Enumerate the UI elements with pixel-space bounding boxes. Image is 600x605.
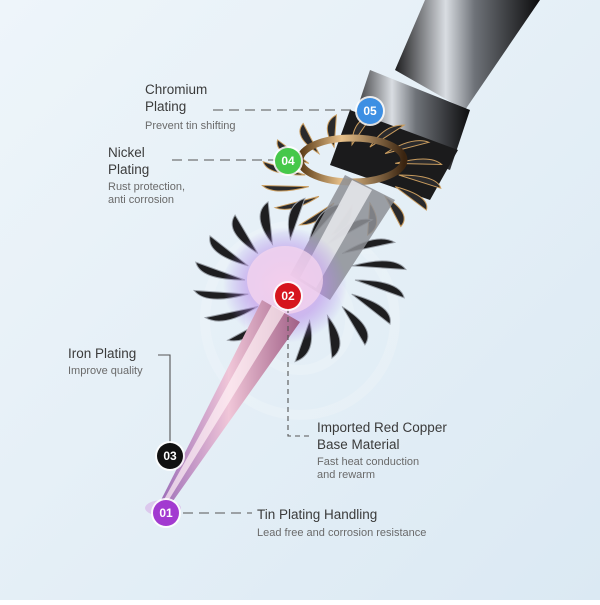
- label-subtitle-line: and rewarm: [317, 469, 376, 481]
- label-title-line: Base Material: [317, 437, 400, 452]
- leader-lines: [158, 109, 357, 514]
- leader-line-03: [158, 354, 171, 445]
- label-title-line: Plating: [145, 99, 187, 114]
- badge-01: 01: [153, 500, 179, 526]
- upper-heat-sink-fins: [261, 114, 443, 236]
- label-title-line: Tin Plating Handling: [257, 507, 378, 522]
- fin: [398, 174, 442, 190]
- label-iron-plating: Iron Plating Improve quality: [68, 345, 143, 378]
- fin: [351, 260, 407, 271]
- label-title-line: Chromium: [145, 82, 208, 97]
- label-nickel-plating: Nickel Plating Rust protection, anti cor…: [108, 144, 185, 207]
- heat-glow-core: [247, 246, 323, 314]
- label-subtitle-line: Prevent tin shifting: [145, 120, 236, 132]
- label-chromium-plating: Chromium Plating Prevent tin shifting: [145, 81, 236, 133]
- badge-02: 02: [275, 283, 301, 309]
- label-title-line: Imported Red Copper: [317, 420, 447, 435]
- badge-05: 05: [357, 98, 383, 124]
- fin: [261, 184, 309, 192]
- label-subtitle-line: Lead free and corrosion resistance: [257, 527, 427, 539]
- fin: [394, 186, 428, 211]
- leader-line-02: [287, 308, 312, 437]
- badge-04: 04: [275, 148, 301, 174]
- label-subtitle-line: Fast heat conduction: [317, 456, 420, 468]
- label-title-line: Plating: [108, 162, 150, 177]
- label-subtitle-line: anti corrosion: [108, 194, 175, 206]
- label-subtitle-line: Rust protection,: [108, 181, 186, 193]
- label-red-copper-base: Imported Red Copper Base Material Fast h…: [317, 419, 447, 482]
- label-tin-plating: Tin Plating Handling Lead free and corro…: [257, 506, 426, 540]
- fin: [354, 279, 405, 299]
- label-title-line: Iron Plating: [68, 346, 137, 361]
- label-subtitle-line: Improve quality: [68, 365, 143, 377]
- label-title-line: Nickel: [108, 145, 145, 160]
- badge-03: 03: [157, 443, 183, 469]
- fin: [341, 306, 369, 346]
- fin: [351, 293, 391, 325]
